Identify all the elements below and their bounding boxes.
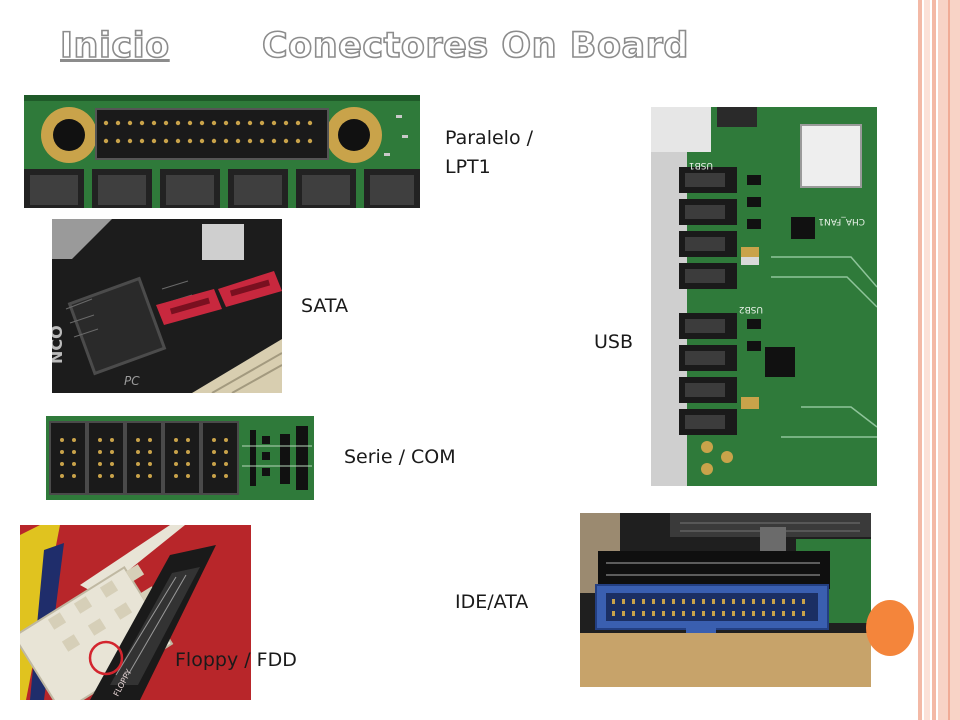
label-floppy-fdd: Floppy / FDD — [175, 649, 297, 671]
usb-connector-photo: USB1 USB2 CHA_FAN1 — [651, 107, 877, 486]
label-parallel-lpt1: Paralelo / LPT1 — [445, 127, 534, 178]
border-stripe — [924, 0, 930, 720]
slide-title: Conectores On Board — [261, 25, 689, 67]
ide-connector-photo — [580, 513, 871, 687]
floppy-connector-photo: FLOPPY — [20, 525, 251, 700]
inicio-link[interactable]: Inicio — [59, 25, 170, 67]
label-usb: USB — [594, 331, 634, 353]
border-stripe — [918, 0, 922, 720]
border-stripe — [948, 0, 950, 720]
label-sata: SATA — [301, 295, 349, 317]
usb-header-2-text: USB2 — [739, 304, 763, 314]
usb-header-1-text: USB1 — [689, 160, 713, 170]
sata-connector-photo: NCO PC — [52, 219, 282, 393]
sata-watermark-text: PC — [124, 374, 140, 388]
fan-header-text: CHA_FAN1 — [818, 216, 865, 226]
parallel-connector-photo — [24, 95, 420, 208]
label-serial-com: Serie / COM — [344, 446, 456, 468]
border-stripe — [932, 0, 936, 720]
accent-circle — [866, 600, 914, 656]
label-ide-ata: IDE/ATA — [455, 591, 529, 613]
serial-connector-photo — [46, 416, 314, 500]
sata-brand-text: NCO — [52, 325, 66, 364]
